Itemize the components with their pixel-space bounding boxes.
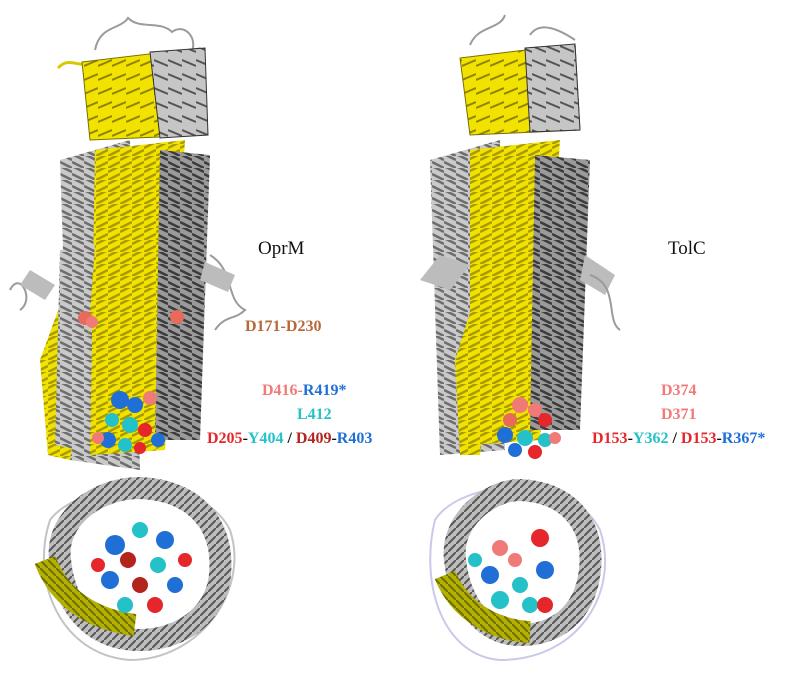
residue: D371 bbox=[661, 406, 697, 423]
tolc-label-d374: D374 bbox=[661, 382, 697, 400]
separator: - bbox=[716, 430, 722, 447]
residue: L412 bbox=[297, 406, 332, 423]
separator: - bbox=[242, 430, 248, 447]
residue: D205 bbox=[207, 430, 243, 447]
panel-title-tolc: TolC bbox=[668, 238, 706, 259]
oprm-side-view bbox=[9, 16, 247, 470]
separator: / bbox=[283, 430, 296, 447]
separator: - bbox=[627, 430, 633, 447]
panel-title-oprm: OprM bbox=[258, 238, 305, 259]
oprm-label-d416-r419: D416-R419* bbox=[262, 382, 346, 400]
residue: D153 bbox=[680, 430, 717, 447]
residue: Y404 bbox=[247, 430, 284, 447]
tolc-label-d153-y362-d153-r367: D153-Y362 / D153-R367* bbox=[592, 430, 765, 448]
residue: R419* bbox=[302, 382, 347, 399]
tolc-top-view bbox=[429, 478, 606, 662]
oprm-top-view bbox=[34, 476, 236, 662]
residue: R367* bbox=[721, 430, 766, 447]
residue-pair: D171-D230 bbox=[245, 318, 322, 335]
oprm-label-d205-y404-d409-r403: D205-Y404 / D409-R403 bbox=[207, 430, 372, 448]
separator: / bbox=[668, 430, 681, 447]
tolc-side-view bbox=[420, 14, 621, 459]
tolc-label-d371: D371 bbox=[661, 406, 697, 424]
oprm-label-l412: L412 bbox=[297, 406, 332, 424]
oprm-label-d171-d230: D171-D230 bbox=[245, 318, 321, 336]
residue: Y362 bbox=[632, 430, 669, 447]
residue: R403 bbox=[336, 430, 373, 447]
separator: - bbox=[331, 430, 337, 447]
residue: D153 bbox=[592, 430, 628, 447]
residue: D409 bbox=[295, 430, 332, 447]
residue: D416- bbox=[262, 382, 303, 399]
residue: D374 bbox=[661, 382, 697, 399]
